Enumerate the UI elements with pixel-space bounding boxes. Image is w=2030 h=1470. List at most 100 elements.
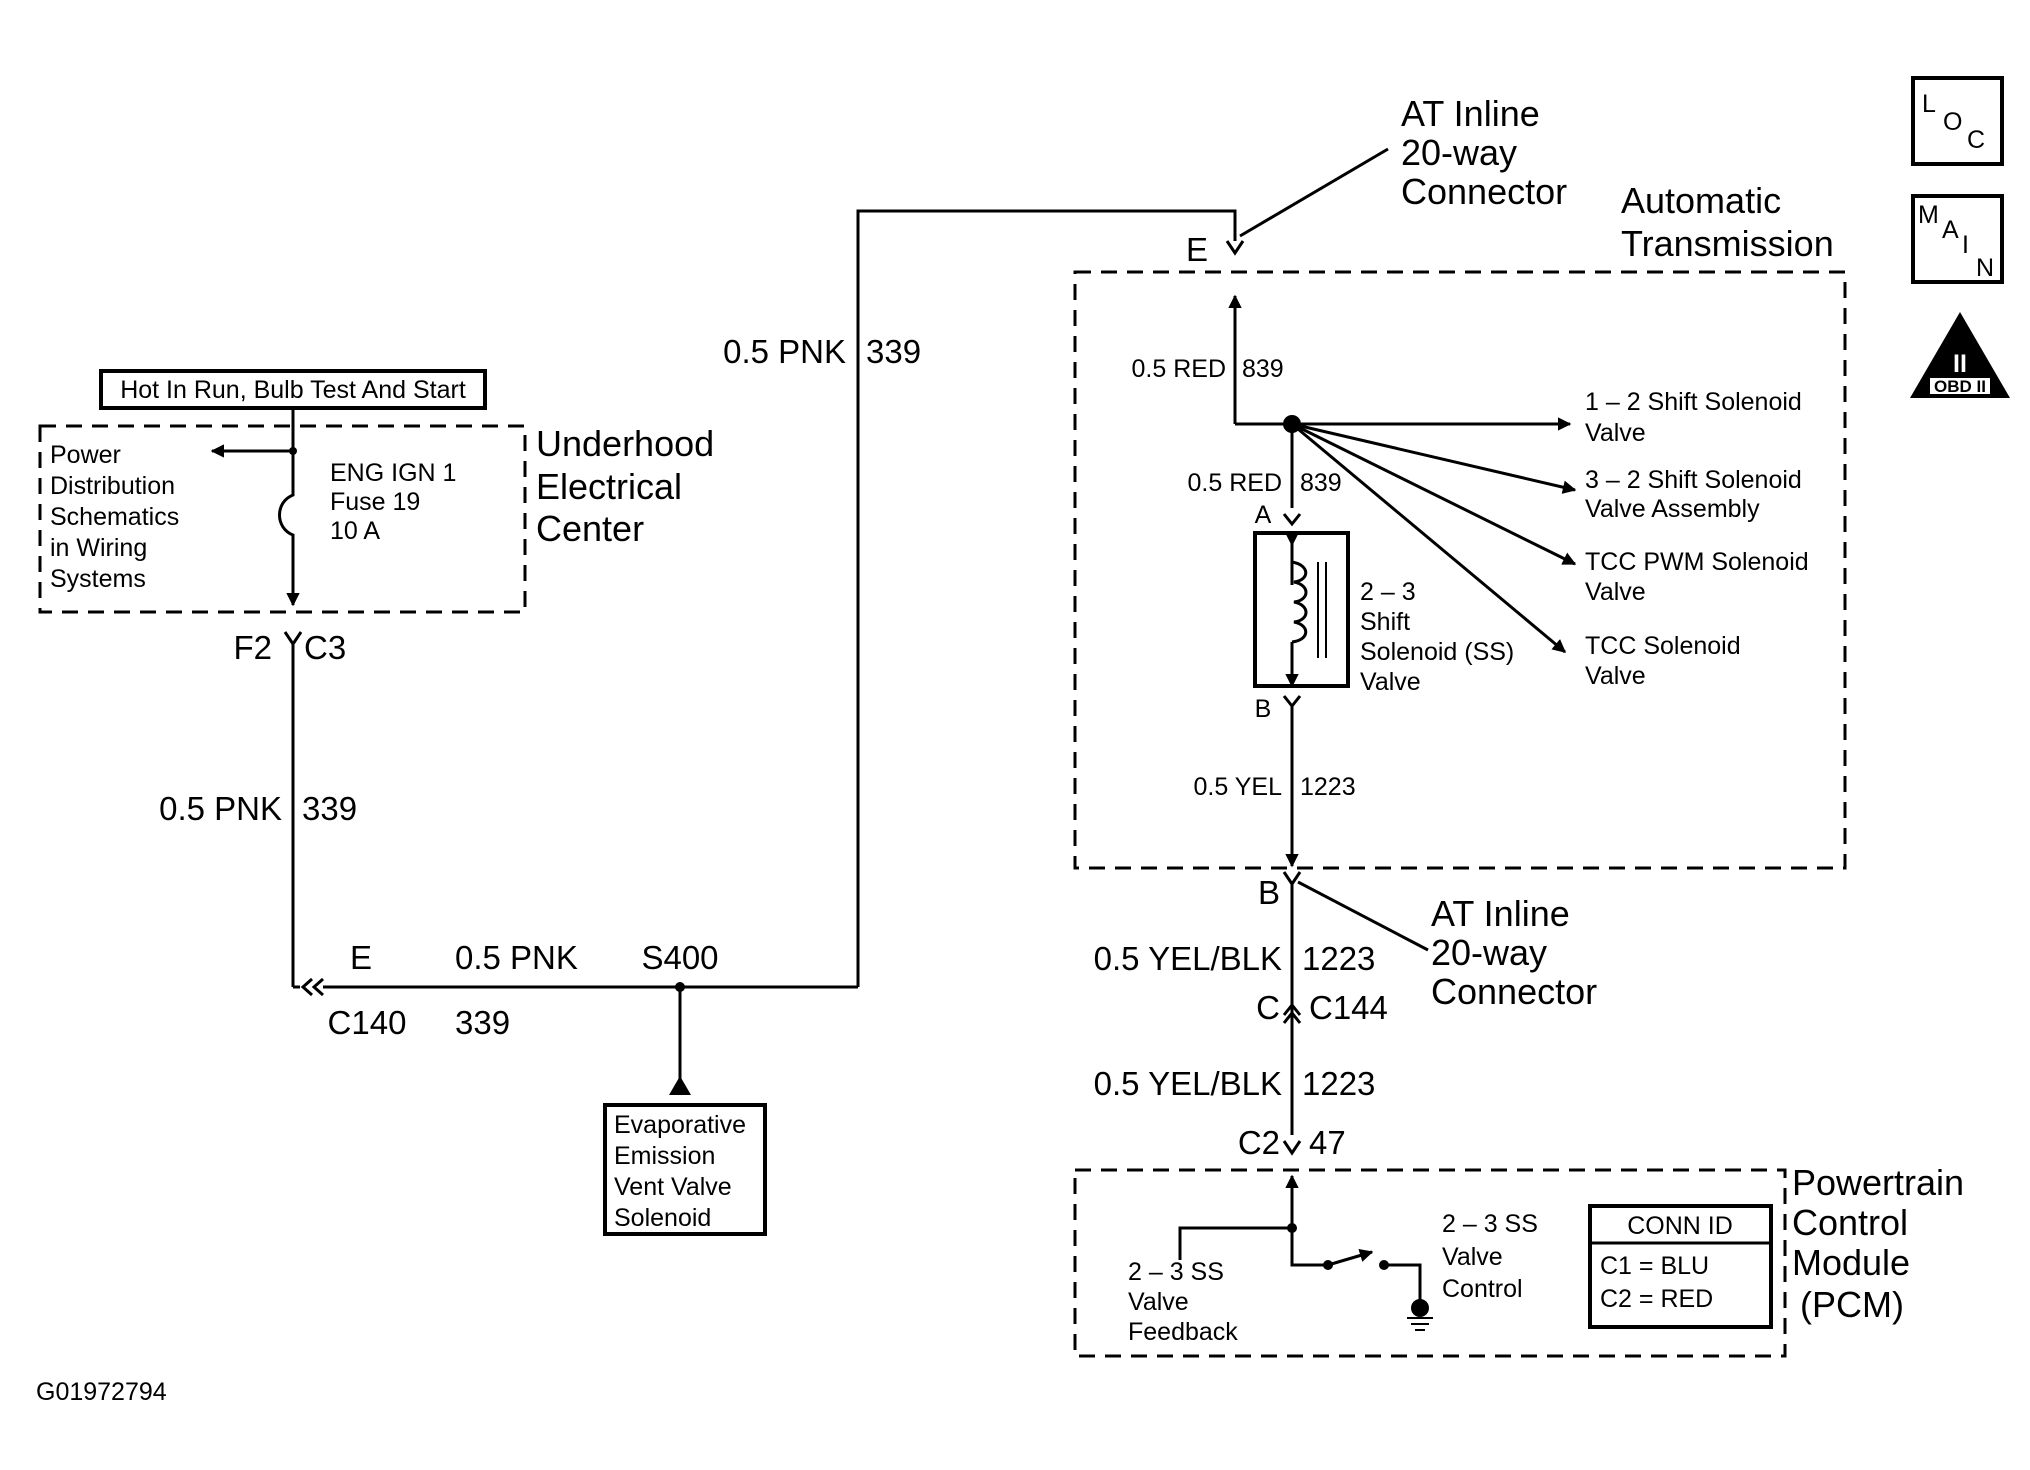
underhood-electrical-center-label: Underhood Electrical Center [536, 423, 714, 549]
at-inline-bottom-leader [1297, 880, 1429, 952]
svg-text:A: A [1942, 216, 1959, 244]
svg-text:Valve: Valve [1585, 419, 1646, 447]
obd-ii-icon[interactable]: II OBD II [1910, 312, 2010, 398]
svg-text:2 – 3 SS: 2 – 3 SS [1442, 1210, 1538, 1238]
c144-pin-c-label: C [1256, 989, 1280, 1026]
lower-yelblk-circuit: 1223 [1302, 1065, 1375, 1102]
svg-text:3 – 2 Shift Solenoid: 3 – 2 Shift Solenoid [1585, 466, 1802, 494]
evap-device-arrow [669, 1076, 691, 1095]
figure-id: G01972794 [36, 1378, 167, 1406]
c140-label: C140 [328, 1004, 407, 1041]
automatic-transmission-label: Automatic Transmission [1621, 180, 1834, 264]
left-wire-gauge-color: 0.5 PNK [159, 790, 282, 827]
svg-text:in Wiring: in Wiring [50, 534, 147, 562]
svg-text:ENG IGN 1: ENG IGN 1 [330, 459, 456, 487]
splice-s400-label: S400 [641, 939, 718, 976]
svg-text:TCC Solenoid: TCC Solenoid [1585, 632, 1741, 660]
svg-text:Powertrain: Powertrain [1792, 1162, 1964, 1203]
pin-f2-label: F2 [233, 629, 272, 666]
svg-text:Connector: Connector [1401, 171, 1567, 212]
svg-text:Feedback: Feedback [1128, 1318, 1238, 1346]
svg-text:Vent Valve: Vent Valve [614, 1173, 732, 1201]
upper-wire-gauge-color: 0.5 RED [1132, 355, 1226, 383]
riser-wire-gauge-color: 0.5 PNK [723, 333, 846, 370]
svg-text:Center: Center [536, 508, 644, 549]
at-inline-top-leader [1239, 147, 1389, 238]
pin-e-label: E [350, 939, 372, 976]
lower-wire-circuit: 839 [1300, 469, 1342, 497]
arrow-tcc [1291, 422, 1567, 654]
control-label: 2 – 3 SS Valve Control [1442, 1210, 1538, 1303]
svg-text:Underhood: Underhood [536, 423, 714, 464]
svg-text:10 A: 10 A [330, 517, 380, 545]
svg-text:Automatic: Automatic [1621, 180, 1781, 221]
svg-text:Valve: Valve [1442, 1243, 1503, 1271]
hot-in-run-label: Hot In Run, Bulb Test And Start [120, 376, 466, 404]
bottom-wire-circuit: 339 [455, 1004, 510, 1041]
ss-pin-a-label: A [1255, 501, 1272, 529]
svg-text:C: C [1967, 126, 1985, 154]
svg-text:20-way: 20-way [1431, 932, 1547, 973]
conn-id-c1: C1 = BLU [1600, 1252, 1709, 1280]
arrow-3-2-shift [1291, 422, 1577, 494]
svg-text:Distribution: Distribution [50, 472, 175, 500]
shift-solenoid-2-3-label: 2 – 3 Shift Solenoid (SS) Valve [1360, 578, 1514, 696]
ground-icon [1411, 1299, 1429, 1317]
solenoid-3-2-shift-label: 3 – 2 Shift Solenoid Valve Assembly [1585, 466, 1802, 523]
upper-yelblk-gauge-color: 0.5 YEL/BLK [1094, 940, 1282, 977]
arrow-tcc-pwm [1291, 422, 1577, 566]
svg-text:O: O [1943, 108, 1962, 136]
lower-yelblk-gauge-color: 0.5 YEL/BLK [1094, 1065, 1282, 1102]
bottom-pin-b-label: B [1258, 874, 1280, 911]
svg-text:Solenoid: Solenoid [614, 1204, 711, 1232]
svg-text:Valve: Valve [1360, 668, 1421, 696]
riser-wire-circuit: 339 [866, 333, 921, 370]
evap-vent-solenoid-box [603, 1103, 767, 1236]
svg-text:AT Inline: AT Inline [1401, 93, 1540, 134]
svg-text:1 – 2 Shift Solenoid: 1 – 2 Shift Solenoid [1585, 388, 1802, 416]
svg-text:N: N [1976, 254, 1994, 282]
svg-text:Evaporative: Evaporative [614, 1111, 746, 1139]
svg-text:Valve: Valve [1585, 578, 1646, 606]
svg-text:Control: Control [1442, 1275, 1523, 1303]
svg-text:Connector: Connector [1431, 971, 1597, 1012]
automatic-transmission-box [1073, 270, 1847, 870]
upper-wire-circuit: 839 [1242, 355, 1284, 383]
svg-text:Control: Control [1792, 1202, 1908, 1243]
c3-label: C3 [304, 629, 346, 666]
wire-riser-339 [856, 209, 1237, 987]
switch-icon [1327, 1248, 1374, 1267]
ss-pin-b-label: B [1255, 695, 1272, 723]
fuse-19-symbol [278, 451, 300, 607]
svg-text:(PCM): (PCM) [1800, 1284, 1904, 1325]
pcm-pin-47-label: 47 [1309, 1124, 1346, 1161]
pcm-connector-c2-label: C2 [1238, 1124, 1280, 1161]
c140-connector-symbol [300, 977, 324, 997]
svg-text:Valve Assembly: Valve Assembly [1585, 495, 1760, 523]
svg-text:Power: Power [50, 441, 121, 469]
svg-text:L: L [1922, 90, 1936, 118]
left-wire-circuit: 339 [302, 790, 357, 827]
conn-id-title: CONN ID [1627, 1212, 1733, 1240]
c3-connector-symbol [283, 631, 303, 647]
svg-text:Shift: Shift [1360, 608, 1410, 636]
main-icon[interactable]: M A I N [1911, 194, 2004, 284]
svg-text:II: II [1953, 350, 1967, 378]
svg-text:2 – 3 SS: 2 – 3 SS [1128, 1258, 1224, 1286]
svg-text:Electrical: Electrical [536, 466, 682, 507]
svg-text:Solenoid (SS): Solenoid (SS) [1360, 638, 1514, 666]
at-inline-top-connector-symbol [1225, 240, 1245, 256]
at-inline-bottom-label: AT Inline 20-way Connector [1431, 893, 1597, 1012]
c144-label: C144 [1309, 989, 1388, 1026]
loc-icon[interactable]: L O C [1911, 76, 2004, 166]
svg-text:Valve: Valve [1585, 662, 1646, 690]
svg-text:Emission: Emission [614, 1142, 715, 1170]
svg-text:Transmission: Transmission [1621, 223, 1834, 264]
solenoid-1-2-shift-label: 1 – 2 Shift Solenoid Valve [1585, 388, 1802, 447]
pcm-box [1073, 1168, 1787, 1358]
conn-id-c2: C2 = RED [1600, 1285, 1713, 1313]
svg-text:TCC PWM Solenoid: TCC PWM Solenoid [1585, 548, 1809, 576]
svg-text:AT Inline: AT Inline [1431, 893, 1570, 934]
shift-solenoid-2-3-box [1253, 531, 1350, 688]
